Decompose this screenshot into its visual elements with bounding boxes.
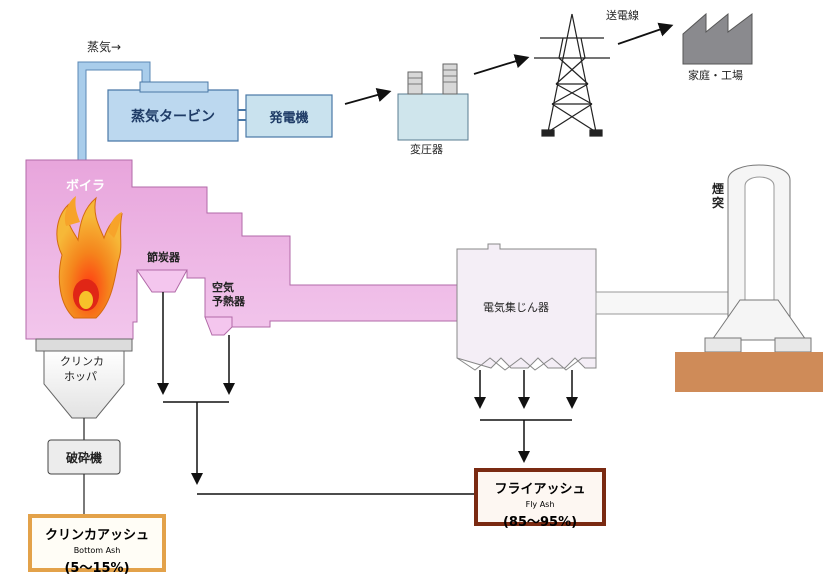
- air-preheater-label-1: 空気: [212, 281, 234, 294]
- arrow-generator-transformer: [344, 87, 392, 105]
- generator: [245, 94, 333, 138]
- steam-label: 蒸気→: [87, 40, 122, 54]
- transmission-tower: [534, 13, 610, 137]
- generator-label: 発電機: [269, 110, 309, 126]
- air-preheater-label-2: 予熱器: [212, 295, 245, 308]
- fly-ash-box: フライアッシュ Fly Ash (85～95%): [474, 468, 606, 530]
- crusher-label: 破砕機: [65, 450, 102, 465]
- economizer-label: 節炭器: [147, 251, 180, 264]
- transformer-label: 変圧器: [410, 143, 443, 156]
- boiler-flame: [56, 196, 123, 319]
- arrow-transformer-tower: [473, 54, 530, 75]
- electrostatic-precipitator: [456, 243, 597, 371]
- chimney-duct: [595, 291, 731, 315]
- bottom-ash-box: クリンカアッシュ Bottom Ash (5～15%): [28, 514, 166, 576]
- homes-factories-label: 家庭・工場: [688, 69, 743, 82]
- boiler-duct: [25, 159, 458, 340]
- factory-icon: [682, 12, 753, 65]
- transmission-line-label: 送電線: [606, 9, 639, 22]
- chimney: [704, 164, 812, 353]
- transformer: [397, 63, 469, 141]
- bottom-ash-en: Bottom Ash: [73, 546, 121, 555]
- turbine-label: 蒸気タービン: [131, 108, 215, 125]
- chimney-label: 煙突: [712, 182, 725, 210]
- economizer-hopper: [136, 269, 188, 293]
- crusher: [47, 439, 121, 517]
- clinker-hopper-label-2: ホッパ: [64, 370, 97, 383]
- arrow-tower-factory: [617, 22, 674, 45]
- fly-ash-pct: (85～95%): [502, 515, 578, 530]
- clinker-hopper-label-1: クリンカ: [60, 355, 104, 368]
- ground: [675, 352, 823, 392]
- bottom-ash-pct: (5～15%): [64, 561, 130, 576]
- fly-ash-en: Fly Ash: [525, 500, 555, 509]
- boiler-label: ボイラ: [66, 179, 106, 194]
- steam-turbine: [107, 81, 239, 142]
- ash-flow-lines: [157, 292, 578, 495]
- clinker-hopper: [35, 338, 133, 440]
- fly-ash-jp: フライアッシュ: [494, 482, 586, 497]
- air-preheater-hopper: [204, 316, 233, 336]
- precipitator-label: 電気集じん器: [483, 301, 549, 314]
- bottom-ash-jp: クリンカアッシュ: [44, 528, 149, 543]
